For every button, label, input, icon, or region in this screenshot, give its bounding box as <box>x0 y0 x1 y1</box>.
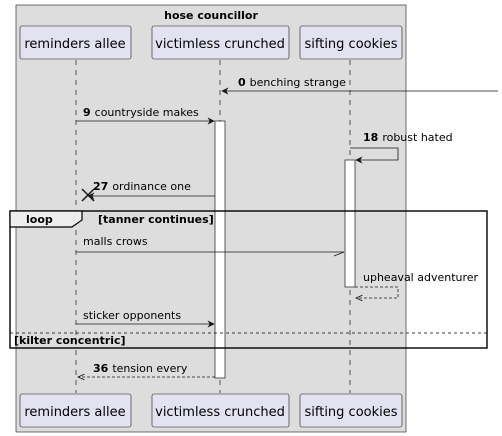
loop-fragment: loop [tanner continues] [kilter concentr… <box>9 210 488 349</box>
message-label: robust hated <box>382 131 452 144</box>
loop-else-condition: [kilter concentric] <box>14 334 126 347</box>
participant-label: reminders allee <box>24 405 125 420</box>
message-number: 18 <box>363 131 378 144</box>
message-sticker-opponents: sticker opponents <box>76 309 215 328</box>
participant-reminders-allee-bottom[interactable]: reminders allee <box>19 393 132 428</box>
message-18: 18 robust hated <box>350 131 453 164</box>
message-upheaval-adventurer: upheaval adventurer <box>355 271 479 298</box>
message-label: tension every <box>112 362 188 375</box>
message-27: 27 ordinance one <box>81 180 215 202</box>
group-title: hose councillor <box>164 9 258 22</box>
message-malls-crows: malls crows <box>76 235 345 257</box>
message-number: 36 <box>93 362 109 375</box>
participant-label: sifting cookies <box>304 405 397 420</box>
participant-victimless-crunched-top[interactable]: victimless crunched <box>151 25 290 60</box>
message-label: upheaval adventurer <box>363 271 479 284</box>
message-label: countryside makes <box>95 106 199 119</box>
message-number: 0 <box>238 76 246 89</box>
participant-sifting-cookies-bottom[interactable]: sifting cookies <box>299 393 403 428</box>
message-number: 27 <box>93 180 108 193</box>
message-9: 9 countryside makes <box>76 106 215 125</box>
participant-label: sifting cookies <box>304 37 397 52</box>
participant-sifting-cookies-top[interactable]: sifting cookies <box>299 25 403 60</box>
destroy-icon <box>81 188 95 202</box>
message-number: 9 <box>83 106 91 119</box>
participant-victimless-crunched-bottom[interactable]: victimless crunched <box>151 393 290 428</box>
participant-label: victimless crunched <box>155 37 285 52</box>
message-label: benching strange <box>250 76 347 89</box>
participant-label: reminders allee <box>24 37 125 52</box>
activation-bar-victimless-crunched <box>214 120 226 379</box>
loop-condition: [tanner continues] <box>98 213 214 226</box>
message-0: 0 benching strange <box>221 76 498 95</box>
activation-bar-sifting-cookies <box>344 159 356 288</box>
message-label: sticker opponents <box>83 309 181 322</box>
participant-reminders-allee-top[interactable]: reminders allee <box>19 25 132 60</box>
message-label: malls crows <box>83 235 148 248</box>
loop-keyword: loop <box>26 213 53 226</box>
participant-label: victimless crunched <box>155 405 285 420</box>
message-label: ordinance one <box>112 180 191 193</box>
